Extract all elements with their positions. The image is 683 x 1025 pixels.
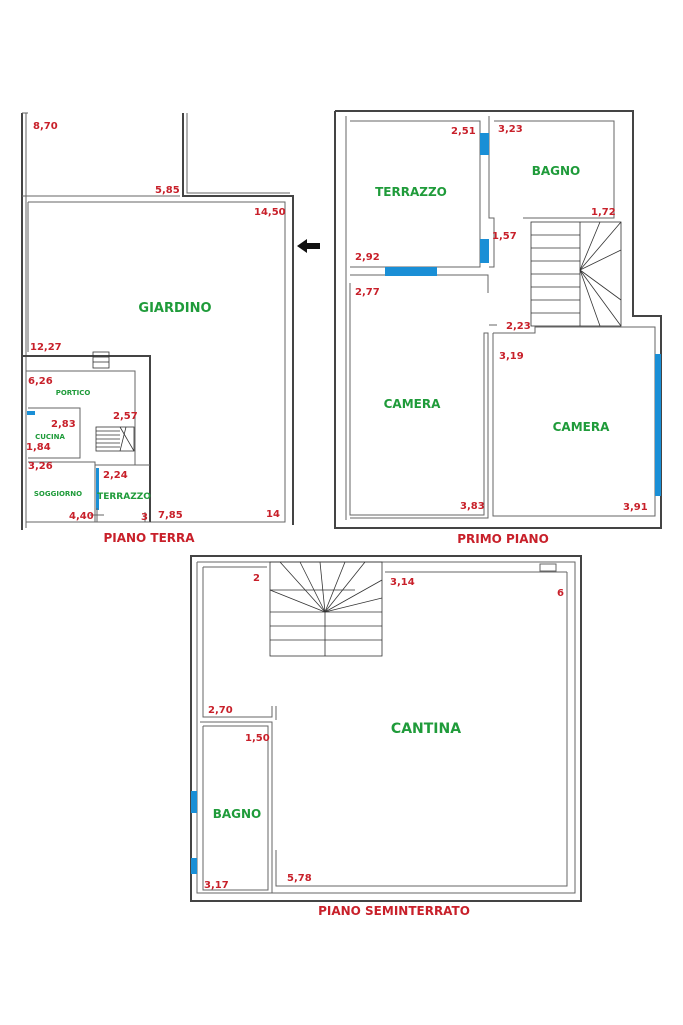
wall xyxy=(275,572,568,887)
room-label-camera: CAMERA xyxy=(384,397,441,411)
staircase-primo xyxy=(530,221,622,327)
dimension-label: 1,72 xyxy=(591,207,616,218)
room-label-cantina: CANTINA xyxy=(391,721,461,737)
dimension-label: 14 xyxy=(266,509,280,520)
dimension-label: 2,24 xyxy=(103,470,128,481)
window xyxy=(480,133,489,155)
wall xyxy=(202,567,273,718)
window xyxy=(480,239,489,263)
plan-primo-piano: TERRAZZO BAGNO CAMERA CAMERA 2,51 3,23 1… xyxy=(334,110,662,546)
window xyxy=(655,354,661,496)
window xyxy=(191,791,197,813)
wall xyxy=(26,370,136,465)
window xyxy=(27,411,35,415)
dimension-label: 1,57 xyxy=(492,231,517,242)
dimension-label: 6,26 xyxy=(28,376,53,387)
wall xyxy=(488,116,495,268)
room-label-cucina: CUCINA xyxy=(35,433,65,441)
dimension-label: 14,50 xyxy=(254,207,286,218)
wall xyxy=(28,461,96,522)
dimension-label: 3,26 xyxy=(28,461,53,472)
dimension-label: 3,83 xyxy=(460,501,485,512)
dimension-label: 2,57 xyxy=(113,411,138,422)
dimension-label: 8,70 xyxy=(33,121,58,132)
arrow-left-icon xyxy=(297,239,320,253)
dimension-label: 3,91 xyxy=(623,502,648,513)
dimension-label: 2,51 xyxy=(451,126,476,137)
dimension-label: 1,84 xyxy=(26,442,51,453)
dimension-label: 2,92 xyxy=(355,252,380,263)
room-label-bagno: BAGNO xyxy=(532,164,581,178)
dimension-label: 12,27 xyxy=(30,342,62,353)
room-label-soggiorno: SOGGIORNO xyxy=(34,490,82,498)
wall xyxy=(28,407,81,459)
room-label-bagno: BAGNO xyxy=(213,807,262,821)
plan-piano-seminterrato: CANTINA BAGNO 2 3,14 6 2,70 1,50 3,17 5,… xyxy=(190,555,582,918)
dimension-label: 2,23 xyxy=(506,321,531,332)
wall xyxy=(494,120,615,219)
room-label-camera: CAMERA xyxy=(553,420,610,434)
dimension-label: 2,70 xyxy=(208,705,233,716)
room-label-terrazzo: TERRAZZO xyxy=(375,185,447,199)
wall xyxy=(22,355,151,522)
dimension-label: 4,40 xyxy=(69,511,94,522)
window xyxy=(96,468,99,510)
wall xyxy=(349,283,489,519)
dimension-label: 7,85 xyxy=(158,510,183,521)
dimension-label: 3,14 xyxy=(390,577,415,588)
wall xyxy=(28,201,286,523)
dimension-label: 6 xyxy=(557,588,564,599)
window xyxy=(191,858,197,874)
entry-steps xyxy=(92,351,110,369)
wall xyxy=(202,725,269,891)
dimension-label: 3,19 xyxy=(499,351,524,362)
dimension-label: 1,50 xyxy=(245,733,270,744)
switch-box xyxy=(539,563,557,572)
dimension-label: 2,83 xyxy=(51,419,76,430)
plan-title-piano-terra: PIANO TERRA xyxy=(103,531,195,545)
dimension-label: 3,17 xyxy=(204,880,229,891)
dimension-label: 2 xyxy=(253,573,260,584)
staircase-terra xyxy=(95,426,135,452)
room-label-portico: PORTICO xyxy=(56,389,91,397)
room-label-giardino: GIARDINO xyxy=(138,301,211,316)
dimension-label: 2,77 xyxy=(355,287,380,298)
wall xyxy=(200,721,273,893)
room-label-terrazzo: TERRAZZO xyxy=(97,492,151,502)
staircase-seminterrato xyxy=(269,561,383,657)
wall xyxy=(182,113,294,525)
plan-title-piano-seminterrato: PIANO SEMINTERRATO xyxy=(318,904,470,918)
dimension-label: 5,85 xyxy=(155,185,180,196)
dimension-label: 3,23 xyxy=(498,124,523,135)
window xyxy=(385,267,437,276)
dimension-label: 5,78 xyxy=(287,873,312,884)
plan-title-primo-piano: PRIMO PIANO xyxy=(457,532,549,546)
wall xyxy=(492,326,656,517)
wall xyxy=(334,110,662,529)
dimension-label: 3 xyxy=(141,512,148,523)
plan-piano-terra: GIARDINO PORTICO CUCINA SOGGIORNO TERRAZ… xyxy=(21,112,320,545)
wall xyxy=(186,113,290,194)
wall xyxy=(196,561,576,894)
wall xyxy=(190,555,582,902)
